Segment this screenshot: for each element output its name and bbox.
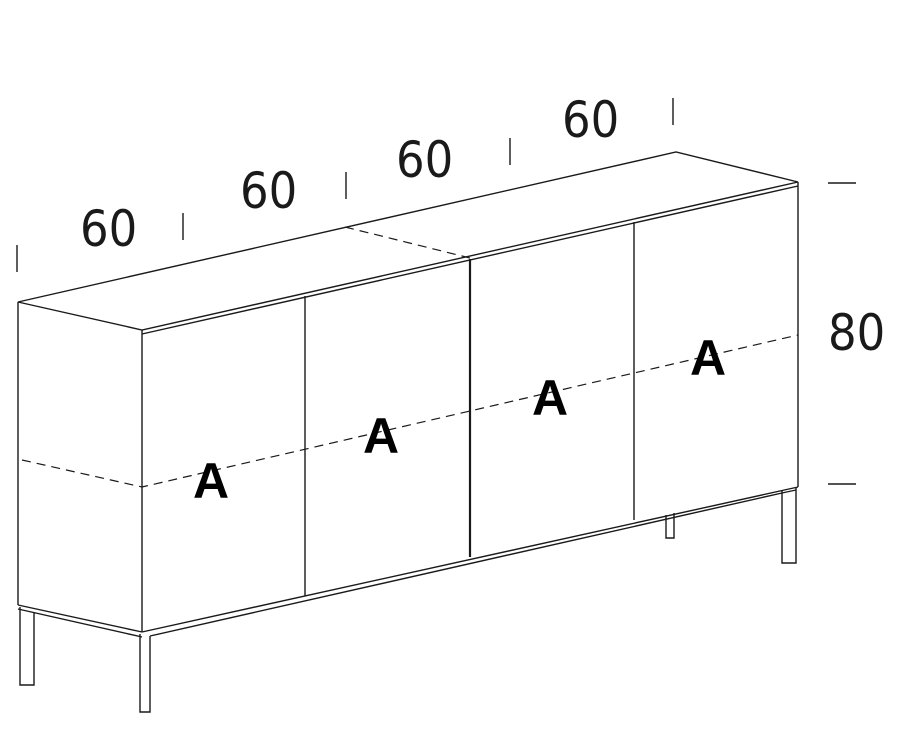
door-dividers [304,222,635,596]
internal-shelf-line [21,334,799,488]
width-label-1: 60 [80,200,137,258]
width-label-2: 60 [240,162,297,220]
module-label-1: A [193,453,229,509]
module-label-2: A [363,408,399,464]
legs [17,487,797,713]
height-label: 80 [828,304,885,362]
width-label-4: 60 [562,91,619,149]
module-label-4: A [690,330,726,386]
width-label-3: 60 [396,131,453,189]
module-label-3: A [532,370,568,426]
width-dimension-ticks [16,98,674,272]
height-dimension-ticks [828,182,856,485]
